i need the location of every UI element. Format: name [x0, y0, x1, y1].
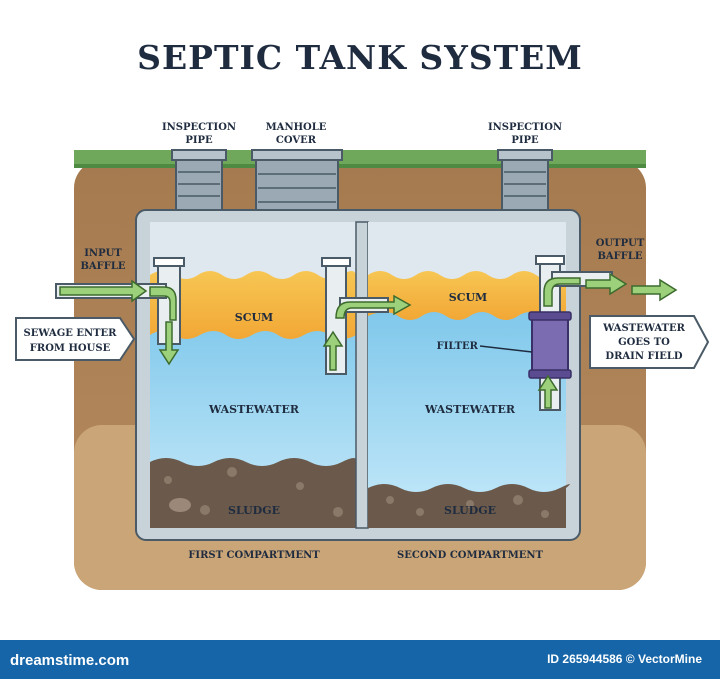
- sewage-enter-callout: SEWAGE ENTER FROM HOUSE: [15, 317, 136, 361]
- wastewater-label-right: WASTEWATER: [424, 403, 516, 416]
- first-compartment: [150, 222, 357, 528]
- sewage-enter-line2: FROM HOUSE: [30, 343, 111, 354]
- diagram-title: SEPTIC TANK SYSTEM: [137, 38, 583, 77]
- scum-layer-left: [150, 271, 356, 339]
- first-compartment-label: FIRST COMPARTMENT: [188, 550, 320, 561]
- sludge-layer-left: [150, 458, 357, 528]
- compartment-divider: [355, 221, 369, 529]
- grass: [74, 150, 646, 166]
- output-baffle-label-2: BAFFLE: [597, 251, 642, 262]
- outflow-arrow-1: [585, 272, 628, 296]
- outflow-arrow-2: [631, 278, 678, 302]
- wastewater-out-line3: DRAIN FIELD: [605, 351, 682, 362]
- scum-label-left: SCUM: [235, 311, 273, 324]
- footer-bar: dreamstime.com ID 265944586 © VectorMine: [0, 640, 720, 679]
- input-baffle-label-1: INPUT: [84, 248, 122, 259]
- up-arrow-filter: [537, 374, 559, 409]
- filter: [479, 311, 572, 379]
- filter-label: FILTER: [437, 341, 479, 352]
- manhole-cover: [251, 149, 343, 214]
- inspection-pipe-left-label-1: INSPECTION: [162, 122, 236, 133]
- inspection-pipe-right: [497, 149, 553, 214]
- down-arrow-left: [158, 321, 180, 366]
- manhole-cover-label-2: COVER: [276, 135, 317, 146]
- output-baffle-label-1: OUTPUT: [596, 238, 645, 249]
- wastewater-out-line1: WASTEWATER: [602, 323, 686, 334]
- wastewater-label-left: WASTEWATER: [208, 403, 300, 416]
- inflow-arrow: [59, 279, 148, 303]
- transfer-arrow: [335, 294, 412, 319]
- inlet-down-arrow: [149, 286, 177, 321]
- sludge-label-right: SLUDGE: [444, 504, 496, 517]
- inspection-pipe-right-label-2: PIPE: [511, 135, 539, 146]
- wastewater-out-callout: WASTEWATER GOES TO DRAIN FIELD: [589, 315, 710, 369]
- grass-edge: [74, 164, 646, 168]
- inspection-pipe-left: [171, 149, 227, 214]
- sludge-label-left: SLUDGE: [228, 504, 280, 517]
- wastewater-out-line2: GOES TO: [618, 337, 670, 348]
- scum-layer-right: [368, 271, 568, 320]
- manhole-cover-label-1: MANHOLE: [266, 122, 327, 133]
- flow-arrows: [59, 272, 678, 409]
- sewage-enter-line1: SEWAGE ENTER: [24, 328, 118, 339]
- footer-image-id: ID 265944586 © VectorMine: [547, 652, 702, 666]
- outlet-elbow-arrow: [543, 277, 581, 307]
- inspection-pipe-right-label-1: INSPECTION: [488, 122, 562, 133]
- septic-tank-diagram: SEWAGE ENTER FROM HOUSE WASTEWATER GOES …: [15, 122, 710, 590]
- footer-logo[interactable]: dreamstime.com: [10, 652, 130, 669]
- septic-tank: [55, 209, 613, 541]
- second-compartment-label: SECOND COMPARTMENT: [397, 550, 544, 561]
- up-arrow-middle: [322, 330, 344, 371]
- input-baffle-label-2: BAFFLE: [80, 261, 125, 272]
- inspection-pipe-left-label-2: PIPE: [185, 135, 213, 146]
- scum-label-right: SCUM: [449, 291, 487, 304]
